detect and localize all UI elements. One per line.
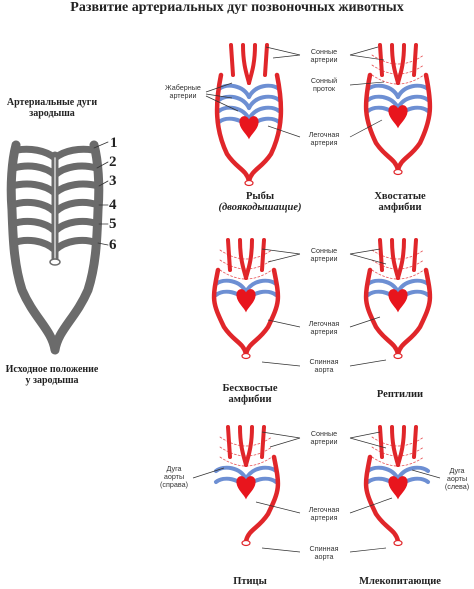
panel-title-line: амфибии — [228, 394, 272, 405]
callout-line: проток — [312, 84, 336, 93]
panel-tailed-amphibians — [363, 43, 433, 176]
callout-line: артерия — [310, 327, 338, 336]
arch-number: 3 — [109, 173, 117, 189]
callout-line: (слева) — [444, 482, 470, 491]
callout-arch-left: Дуга аорты (слева) — [440, 467, 474, 491]
heart-icon — [239, 116, 259, 140]
heart-icon — [236, 289, 256, 313]
embryo-caption-line: у зародыша — [25, 375, 79, 386]
arch-number: 2 — [109, 154, 117, 170]
callout-gill-arteries: Жаберные артерии — [157, 84, 209, 100]
heart-icon — [388, 476, 408, 500]
panel-title-line: Рептилии — [376, 389, 424, 400]
callout-line: артерии — [169, 91, 197, 100]
callout-line: Легочная — [308, 319, 340, 328]
callout-carotid-3: Сонные артерии — [298, 430, 350, 446]
heart-icon — [236, 476, 256, 500]
panel-title-anurans: Бесхвостые амфибии — [195, 383, 305, 405]
heart-icon — [388, 105, 408, 129]
callout-pulmonary-2: Легочная артерия — [298, 320, 350, 336]
panel-reptiles — [363, 238, 433, 360]
callout-line: Сонные — [310, 246, 338, 255]
arch-number: 5 — [109, 216, 117, 232]
callout-line: аорта — [314, 552, 334, 561]
panel-title-line: Млекопитающие — [359, 576, 441, 587]
callout-line: Жаберные — [165, 83, 201, 92]
callout-line: артерия — [310, 138, 338, 147]
panel-title-line: Бесхвостые — [222, 383, 278, 394]
callout-line: артерии — [310, 437, 338, 446]
panel-title-mammals: Млекопитающие — [340, 576, 460, 587]
callout-line: артерии — [310, 55, 338, 64]
embryo-caption-top: Артериальные дуги зародыша — [2, 97, 102, 119]
panel-subtitle: (двоякодышащие) — [218, 202, 302, 213]
callout-line: Сонные — [310, 47, 338, 56]
heart-icon — [388, 289, 408, 313]
embryo-caption-bottom: Исходное положение у зародыша — [0, 364, 104, 386]
callout-line: аорты — [163, 472, 185, 481]
panel-birds — [214, 425, 281, 547]
panel-fish — [214, 43, 284, 187]
callout-line: Дуга — [449, 466, 465, 475]
callout-line: артерия — [310, 513, 338, 522]
panel-title-line: амфибии — [378, 202, 422, 213]
callout-line: Легочная — [308, 505, 340, 514]
callout-line: Спинная — [309, 544, 339, 553]
panel-title-reptiles: Рептилии — [350, 389, 450, 400]
callout-line: Сонный — [310, 76, 338, 85]
callout-line: аорты — [446, 474, 468, 483]
callout-line: Легочная — [308, 130, 340, 139]
embryo-caption-line: Исходное положение — [5, 364, 99, 375]
embryo-diagram — [6, 140, 109, 355]
panel-mammals — [363, 425, 430, 547]
callout-pulmonary-3: Легочная артерия — [298, 506, 350, 522]
panel-title-line: Птицы — [233, 576, 267, 587]
callout-carotid-1: Сонные артерии — [298, 48, 350, 64]
callout-pulmonary-1: Легочная артерия — [298, 131, 350, 147]
callout-dorsal-1: Спинная аорта — [298, 358, 350, 374]
arch-number: 4 — [109, 197, 117, 213]
panel-title-fish: Рыбы (двоякодышащие) — [200, 191, 320, 213]
arch-number: 1 — [110, 135, 118, 151]
embryo-caption-line: Артериальные дуги — [6, 97, 98, 108]
panel-title-birds: Птицы — [200, 576, 300, 587]
callout-dorsal-2: Спинная аорта — [298, 545, 350, 561]
callout-line: Дуга — [166, 464, 182, 473]
callout-line: аорта — [314, 365, 334, 374]
callout-line: Спинная — [309, 357, 339, 366]
callout-line: (справа) — [159, 480, 188, 489]
embryo-caption-line: зародыша — [29, 108, 75, 119]
callout-line: Сонные — [310, 429, 338, 438]
arch-number: 6 — [109, 237, 117, 253]
panel-title-line: Хвостатые — [374, 191, 426, 202]
callout-arch-right: Дуга аорты (справа) — [153, 465, 195, 489]
page-title: Развитие артериальных дуг позвоночных жи… — [70, 0, 404, 15]
panels-group — [211, 43, 433, 547]
panel-title-tailed-amphibians: Хвостатые амфибии — [345, 191, 455, 213]
callout-duct: Сонный проток — [298, 77, 350, 93]
callout-line: артерии — [310, 254, 338, 263]
panel-anurans — [211, 238, 281, 360]
callout-carotid-2: Сонные артерии — [298, 247, 350, 263]
callout-leaders — [192, 46, 441, 553]
panel-title-line: Рыбы — [245, 191, 275, 202]
